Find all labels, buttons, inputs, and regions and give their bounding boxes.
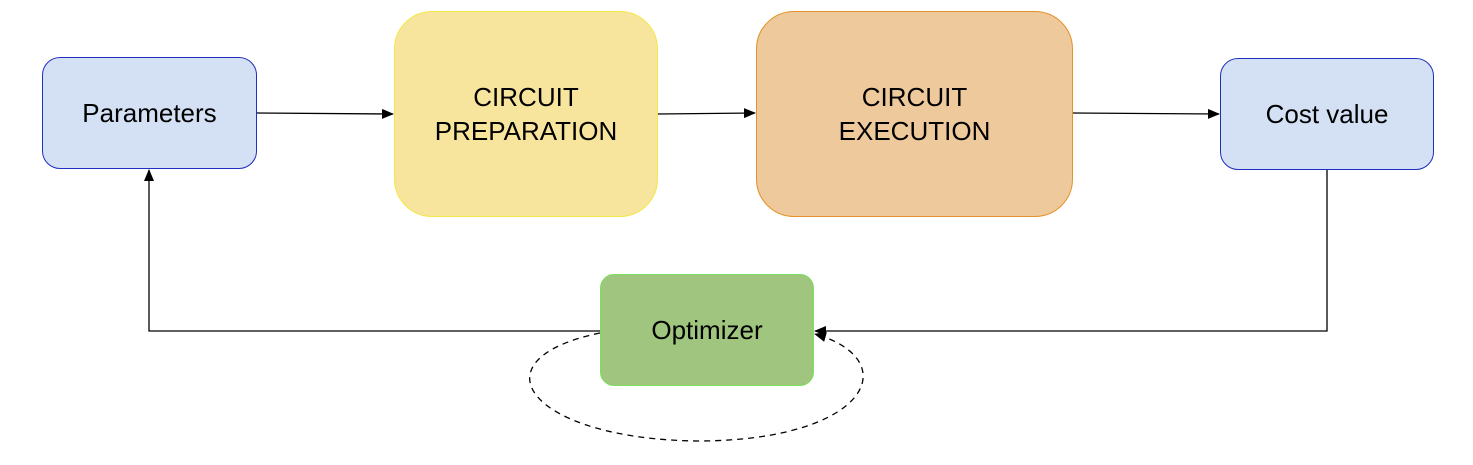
- optimizer-label: Optimizer: [651, 315, 763, 345]
- cost-value-label: Cost value: [1265, 99, 1389, 129]
- arrow-cost-to-optimizer: [814, 170, 1328, 336]
- arrow-parameters-to-preparation: [256, 108, 394, 119]
- cost-value-node: Cost value: [1220, 58, 1434, 170]
- arrow-preparation-to-execution: [657, 108, 756, 119]
- circuit-execution-node: CIRCUIT EXECUTION: [756, 11, 1073, 217]
- arrow-optimizer-to-parameters: [144, 169, 600, 332]
- circuit-preparation-label: CIRCUIT PREPARATION: [434, 82, 618, 146]
- circuit-execution-label: CIRCUIT EXECUTION: [838, 82, 991, 146]
- optimizer-node: Optimizer: [600, 274, 814, 386]
- arrow-execution-to-cost: [1072, 108, 1220, 119]
- optimizer-loop-dashed: [529, 332, 864, 442]
- parameters-label: Parameters: [82, 98, 217, 128]
- parameters-node: Parameters: [42, 57, 257, 169]
- circuit-preparation-node: CIRCUIT PREPARATION: [394, 11, 658, 217]
